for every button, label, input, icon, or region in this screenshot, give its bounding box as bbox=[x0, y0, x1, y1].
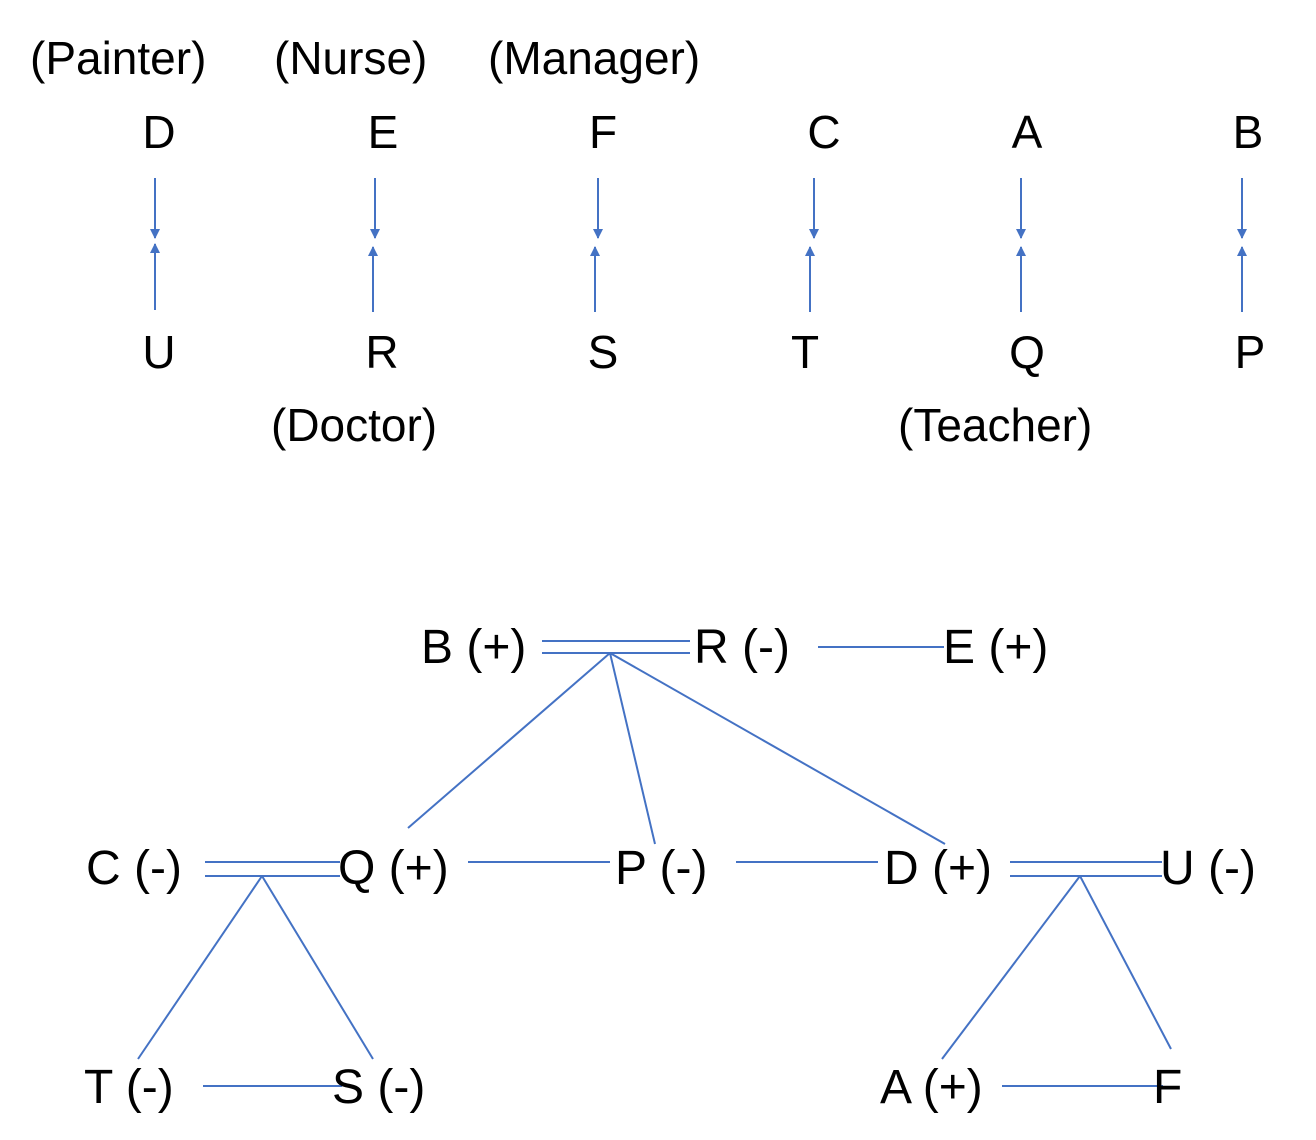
column-top-A: A bbox=[1012, 106, 1043, 158]
column-top-F: F bbox=[589, 106, 617, 158]
label-teacher: (Teacher) bbox=[898, 399, 1092, 451]
column-bottom-S: S bbox=[588, 326, 619, 378]
node-C: C (-) bbox=[86, 842, 182, 895]
edge-DU-A bbox=[941, 875, 1081, 1060]
label-nurse: (Nurse) bbox=[274, 32, 427, 84]
edge-CQ-T bbox=[137, 875, 263, 1060]
node-B: B (+) bbox=[421, 621, 526, 674]
node-U: U (-) bbox=[1160, 842, 1256, 895]
column-bottom-U: U bbox=[142, 326, 175, 378]
node-F: F bbox=[1153, 1061, 1182, 1114]
edge-BR-Q bbox=[407, 652, 611, 829]
column-bottom-R: R bbox=[365, 326, 398, 378]
node-T: T (-) bbox=[84, 1061, 174, 1114]
column-top-D: D bbox=[142, 106, 175, 158]
node-R: R (-) bbox=[694, 621, 790, 674]
node-Q: Q (+) bbox=[338, 842, 449, 895]
node-A: A (+) bbox=[880, 1061, 983, 1114]
label-painter: (Painter) bbox=[30, 32, 206, 84]
edge-DU-F bbox=[1079, 875, 1172, 1050]
node-P: P (-) bbox=[615, 842, 707, 895]
label-doctor: (Doctor) bbox=[271, 399, 437, 451]
graph-edges bbox=[137, 640, 1172, 1087]
column-bottom-P: P bbox=[1235, 326, 1266, 378]
label-manager: (Manager) bbox=[488, 32, 700, 84]
pair-arrows bbox=[150, 178, 1247, 312]
node-S: S (-) bbox=[332, 1061, 425, 1114]
node-E: E (+) bbox=[943, 621, 1048, 674]
column-bottom-Q: Q bbox=[1009, 326, 1045, 378]
column-top-C: C bbox=[807, 106, 840, 158]
edge-CQ-S bbox=[261, 875, 374, 1060]
node-D: D (+) bbox=[884, 842, 992, 895]
column-bottom-T: T bbox=[791, 326, 819, 378]
column-top-E: E bbox=[368, 106, 399, 158]
edge-BR-P bbox=[609, 652, 656, 845]
column-top-B: B bbox=[1233, 106, 1264, 158]
edge-BR-D bbox=[609, 652, 946, 845]
